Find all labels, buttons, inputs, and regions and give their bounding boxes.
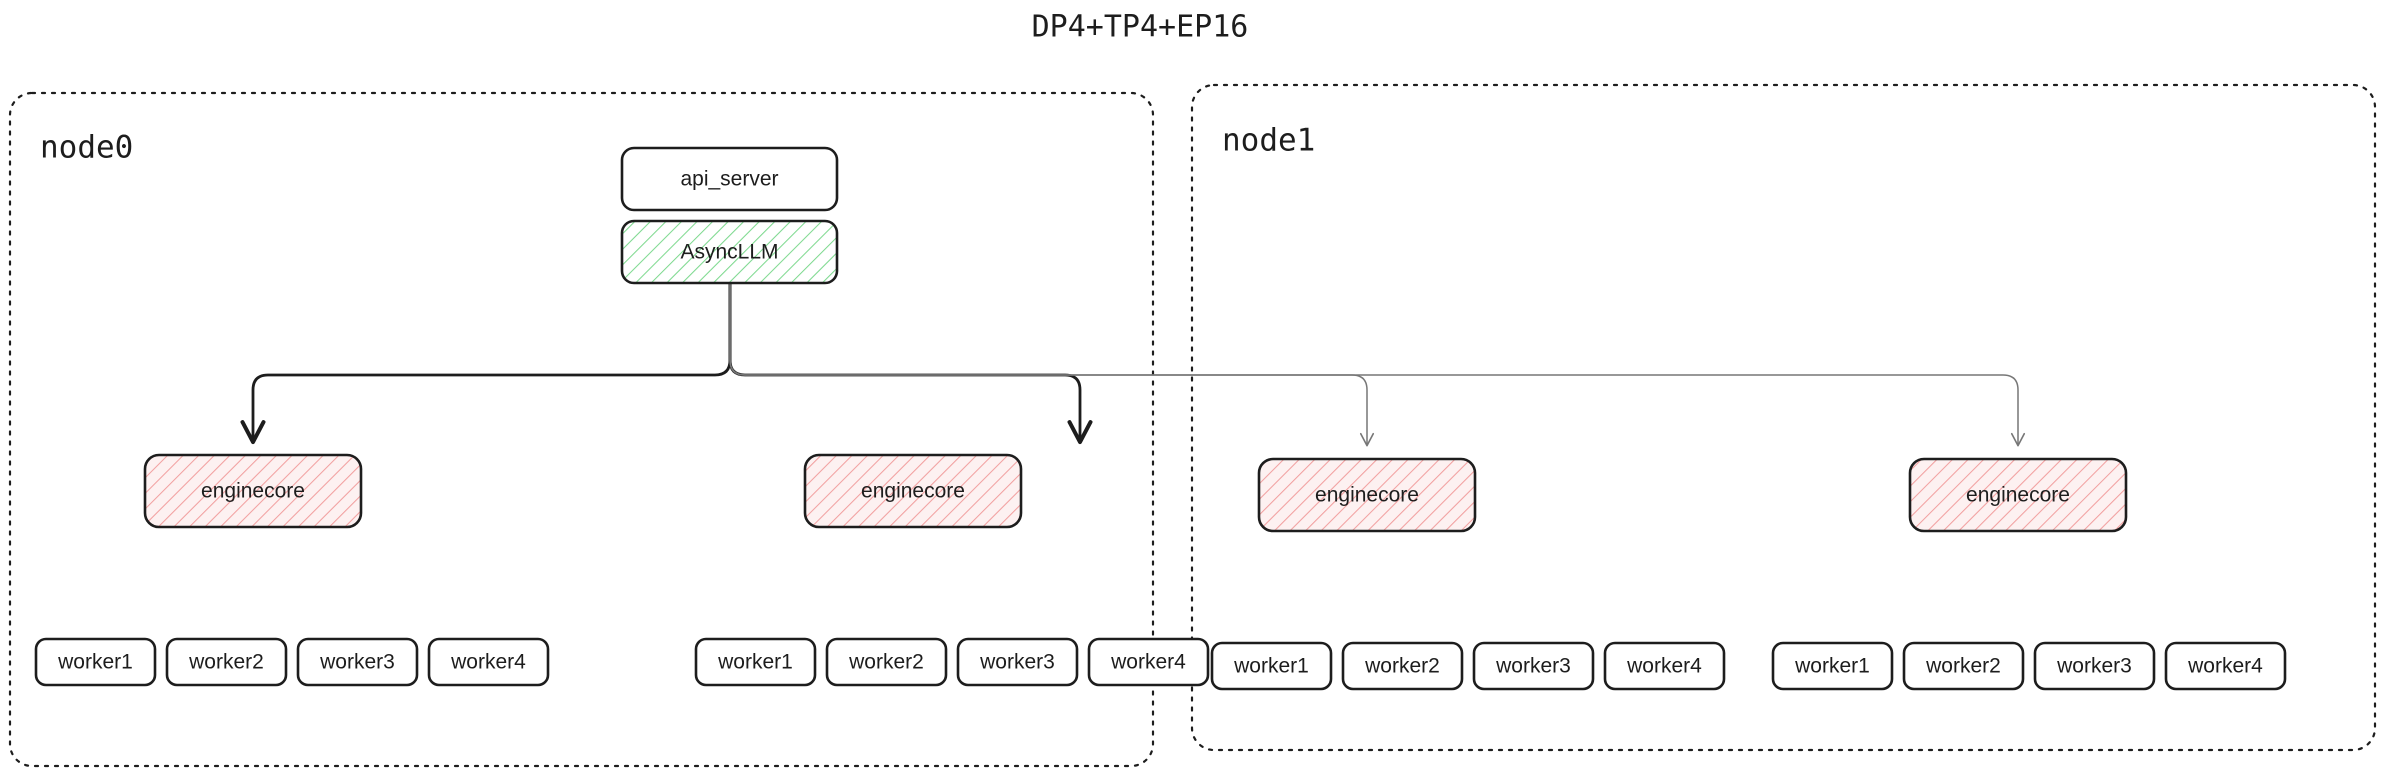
worker-node[interactable]: worker1 [1771,641,1894,691]
edge-asyncllm-to-enginecore-n1-1 [729,282,2026,447]
cluster-node0: node0 [8,91,1155,768]
worker-node-label: worker2 [848,651,924,674]
worker-node-box[interactable] [427,637,550,687]
cluster-node0-border [8,91,1155,768]
worker-node-box[interactable] [1902,641,2025,691]
worker-node[interactable]: worker1 [694,637,817,687]
worker-node[interactable]: worker3 [2033,641,2156,691]
node-api-server-box[interactable] [620,146,839,212]
worker-node-label: worker1 [717,651,793,674]
worker-node-label: worker4 [1110,651,1186,674]
worker-node-label: worker3 [1495,655,1571,678]
node-enginecore-n1-1[interactable]: enginecore [1908,457,2128,533]
worker-node[interactable]: worker2 [1902,641,2025,691]
worker-node-box[interactable] [694,637,817,687]
worker-node-label: worker2 [188,651,264,674]
node-enginecore-n0-1[interactable]: enginecore [803,453,1023,529]
worker-node[interactable]: worker2 [825,637,948,687]
worker-node-label: worker1 [1794,655,1870,678]
worker-node[interactable]: worker4 [2164,641,2287,691]
worker-node-box[interactable] [2164,641,2287,691]
cluster-node0-label: node0 [40,130,133,166]
node-enginecore-n1-1-box[interactable] [1908,457,2128,533]
worker-node-label: worker3 [2056,655,2132,678]
cluster-node1: node1 [1190,83,2377,752]
worker-node[interactable]: worker3 [956,637,1079,687]
worker-node-label: worker2 [1364,655,1440,678]
worker-node-label: worker3 [979,651,1055,674]
worker-node-label: worker4 [2187,655,2263,678]
worker-node[interactable]: worker4 [427,637,550,687]
worker-node[interactable]: worker3 [296,637,419,687]
worker-node[interactable]: worker2 [1341,641,1464,691]
worker-node[interactable]: worker4 [1087,637,1210,687]
worker-node[interactable]: worker1 [1210,641,1333,691]
worker-node-label: worker4 [1626,655,1702,678]
node-asyncllm-box[interactable] [620,219,839,285]
worker-node-box[interactable] [1603,641,1726,691]
cluster-node1-border [1190,83,2377,752]
worker-node-box[interactable] [1210,641,1333,691]
worker-node-label: worker4 [450,651,526,674]
worker-group-workers-n0-0: worker1 worker2 worker3 worker4 [34,637,550,687]
page-title: DP4+TP4+EP16 [1032,10,1249,45]
node-enginecore-n0-0-label: enginecore [201,480,305,503]
worker-node[interactable]: worker4 [1603,641,1726,691]
edge-asyncllm-to-enginecore-n1-0 [729,282,1375,447]
worker-node-box[interactable] [1341,641,1464,691]
worker-node-box[interactable] [1771,641,1894,691]
node-enginecore-n1-0-box[interactable] [1257,457,1477,533]
node-api-server[interactable]: api_server [620,146,839,212]
worker-node-label: worker2 [1925,655,2001,678]
edge-asyncllm-to-enginecore-n0-0 [240,281,732,445]
worker-node[interactable]: worker3 [1472,641,1595,691]
node-asyncllm[interactable]: AsyncLLM [620,219,839,285]
node-enginecore-n0-0[interactable]: enginecore [143,453,363,529]
worker-node-label: worker1 [1233,655,1309,678]
node-enginecore-n1-0-label: enginecore [1315,484,1419,507]
node-enginecore-n0-1-label: enginecore [861,480,965,503]
worker-node[interactable]: worker2 [165,637,288,687]
worker-node-box[interactable] [296,637,419,687]
node-asyncllm-label: AsyncLLM [680,241,778,264]
worker-node-box[interactable] [1472,641,1595,691]
node-enginecore-n1-0[interactable]: enginecore [1257,457,1477,533]
worker-node-box[interactable] [2033,641,2156,691]
worker-node-box[interactable] [1087,637,1210,687]
cluster-node1-label: node1 [1222,123,1315,159]
edge-asyncllm-to-enginecore-n0-1 [728,281,1093,445]
worker-node-box[interactable] [34,637,157,687]
edge-layer [240,281,2026,447]
node-enginecore-n1-1-label: enginecore [1966,484,2070,507]
worker-node-box[interactable] [165,637,288,687]
worker-node[interactable]: worker1 [34,637,157,687]
worker-group-workers-n1-0: worker1 worker2 worker3 worker4 [1210,641,1726,691]
node-api-server-label: api_server [680,168,778,191]
worker-group-workers-n0-1: worker1 worker2 worker3 worker4 [694,637,1210,687]
worker-group-workers-n1-1: worker1 worker2 worker3 worker4 [1771,641,2287,691]
node-enginecore-n0-0-box[interactable] [143,453,363,529]
worker-node-label: worker3 [319,651,395,674]
node-enginecore-n0-1-box[interactable] [803,453,1023,529]
worker-node-label: worker1 [57,651,133,674]
worker-node-box[interactable] [825,637,948,687]
worker-node-box[interactable] [956,637,1079,687]
